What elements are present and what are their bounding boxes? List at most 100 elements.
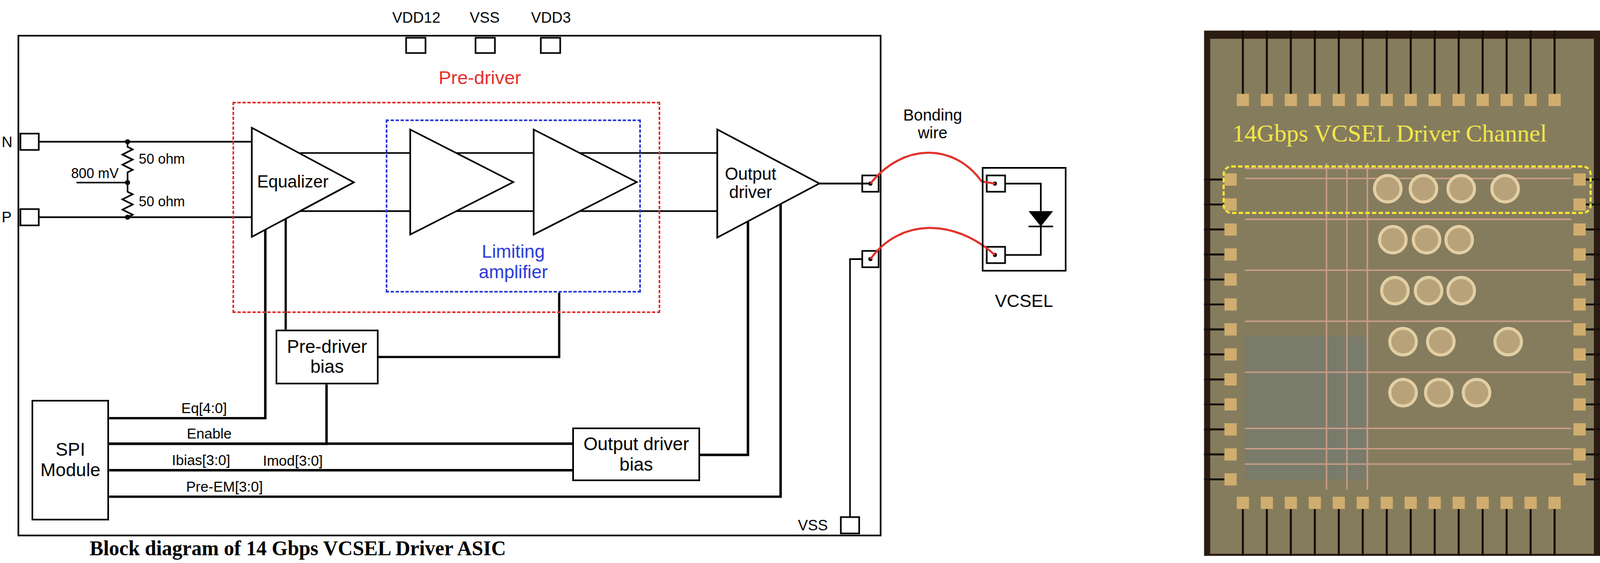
dashed-group-box: Limiting amplifier [385,119,641,294]
connector-line [299,210,386,212]
vcsel-package: VCSEL [981,167,1067,272]
die-block [1244,337,1368,480]
signal-label: Ibias[3:0] [170,452,232,469]
connector [640,152,718,154]
block-label: SPI Module [39,439,101,481]
connector [640,210,718,212]
pin-name: VDD12 [392,9,441,27]
connector [378,292,559,357]
die-photo [1204,30,1600,557]
chip-outline [18,35,881,537]
diode-wire [1005,183,1054,256]
signal-label: Ibias[3:0] [170,452,232,469]
dashed-group-box: Pre-driverEqualizerLimiting amplifier [232,101,661,314]
block-label: Equalizer [256,172,329,193]
signal-label: Enable [185,426,233,443]
signal-label: Enable [185,426,233,443]
bond-pad [20,37,1006,534]
block-label: Output driver [722,165,779,202]
pad-row [1573,173,1586,486]
diode-symbol [1028,211,1054,227]
connector [109,469,573,471]
pin-name: VSS [469,9,500,27]
connector-line [870,152,982,184]
bias-wire [76,182,128,184]
ground-wire [850,259,863,518]
pad-row [1224,173,1237,486]
connector [700,221,749,455]
group-title: Pre-driver [438,66,521,88]
signal-label: Eq[4:0] [180,400,229,417]
pin-name: VDD3 [531,9,572,27]
spi-block: SPI Module [31,400,110,521]
chip-wiring [18,35,1054,537]
amplifier-triangle [410,129,514,235]
voltage-label: 800 mV [70,165,119,181]
die-surface [1210,38,1594,554]
device-label: VCSEL [983,291,1065,312]
connector-line [109,229,266,419]
block-label: Output driver bias [580,434,692,476]
connector [819,152,982,184]
equalizer-triangle: Equalizer [251,127,354,237]
pin-name: P [1,209,12,226]
triangle-outline [717,129,820,238]
connector [109,443,573,445]
voltage-label: 800 mV [70,165,119,181]
resistor-value: 50 ohm [138,151,185,167]
signal-label: Imod[3:0] [261,453,324,470]
callout-label: Bonding wire [891,106,975,143]
figure-caption: Block diagram of 14 Gbps VCSEL Driver AS… [89,537,506,561]
resistor-value: 50 ohm [138,193,185,210]
pin-name: P [1,209,12,226]
pin-name: VSS [798,517,828,535]
input-wire [38,141,252,217]
pin-name: VSS [798,517,828,535]
connector-line [109,469,573,472]
driver-triangle: Output driver [717,129,820,238]
bias-block: Output driver bias [572,427,700,483]
resistor-value: 50 ohm [138,193,185,210]
connector-line [700,221,749,455]
photo-ground [1204,30,1600,557]
bond-wire [870,181,996,260]
signal-wire [385,153,641,212]
pad-row [1236,496,1562,510]
signal-label: Pre-EM[3:0] [184,479,264,496]
connector [109,384,327,444]
resistor-symbol [122,141,133,217]
connector-line [109,204,781,497]
connector-line [640,210,718,212]
pin-name: VSS [469,9,500,27]
pin-name: VDD3 [531,9,572,27]
signal-label: Eq[4:0] [180,400,229,417]
connector-line [819,182,871,185]
connector [299,210,386,212]
connector [299,152,386,154]
pin-name: N [1,133,13,151]
connector [109,229,266,419]
photo-annotation: 14Gbps VCSEL Driver Channel [1232,120,1547,148]
pin-name: N [1,133,13,151]
resistor-value: 50 ohm [138,151,185,167]
connector-line [299,152,386,154]
figure-caption: Block diagram of 14 Gbps VCSEL Driver AS… [89,537,506,561]
callout-label: Bonding wire [891,106,975,143]
connector-line [378,292,559,357]
connector-line [640,152,718,154]
connector [109,204,781,497]
connector-line [109,384,327,444]
bond-wire-photo [1204,30,1600,557]
channel-highlight: 14Gbps VCSEL Driver Channel [1222,165,1592,215]
connector-line [109,442,573,445]
bias-block: Pre-driver bias [275,329,379,386]
group-title: Limiting amplifier [457,241,569,283]
amplifier-triangle [533,129,637,235]
signal-label: Imod[3:0] [261,453,324,470]
pin-name: VDD12 [392,9,441,27]
bump-pad [1374,175,1522,407]
signal-label: Pre-EM[3:0] [184,479,264,496]
block-label: Pre-driver bias [283,337,371,379]
pad-row [1236,94,1562,107]
